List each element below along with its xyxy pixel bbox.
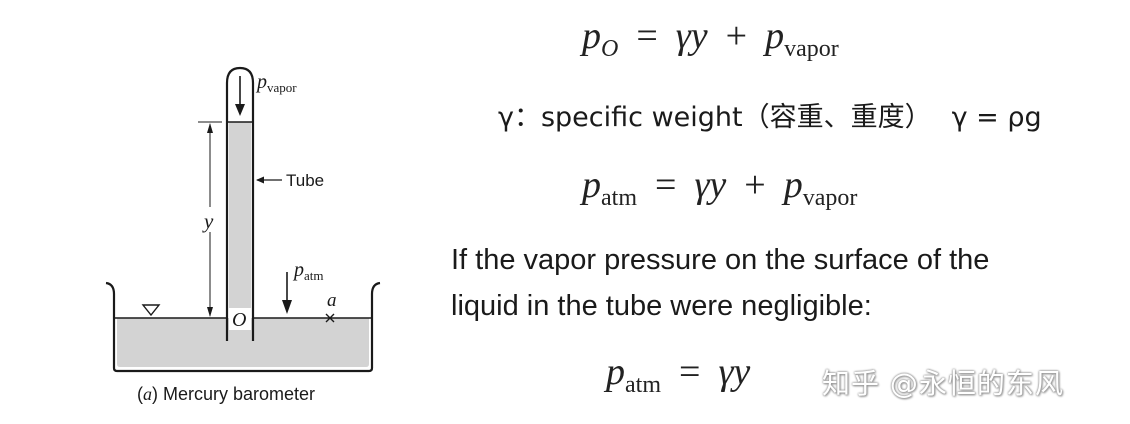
free-surface-symbol: [141, 304, 161, 317]
point-O-backdrop: [229, 308, 251, 330]
y-label: y: [202, 209, 214, 233]
point-O-label: O: [232, 309, 246, 331]
tube-wall: [225, 66, 255, 341]
eq1-lhs-sub: O: [601, 36, 619, 62]
gamma-definition: γ：specific weight（容重、重度） γ = ρg: [498, 95, 1042, 134]
eq1-plus: +: [725, 15, 748, 57]
pvapor-label-sub: vapor: [267, 80, 297, 95]
diagram-caption: (a) Mercury barometer: [137, 384, 315, 404]
eq1-rhs-base: p: [765, 15, 785, 57]
eq1-rhs-sub: vapor: [784, 36, 839, 62]
paragraph-line-2: liquid in the tube were negligible:: [451, 290, 872, 322]
eq2-rhs-base: p: [783, 164, 803, 206]
eq3-lhs-base: p: [606, 351, 625, 393]
eq1-gamma-y: γy: [675, 15, 708, 57]
tube-pointer-head: [256, 176, 264, 184]
tube-label: Tube: [286, 171, 324, 190]
eq1-equals: =: [636, 15, 658, 57]
negligible-vapor-paragraph: If the vapor pressure on the surface of …: [451, 237, 1111, 329]
eq3-gamma-y: γy: [718, 351, 751, 393]
zhihu-watermark: 知乎 @永恒的东风: [822, 367, 1064, 400]
y-dim-arrow-top: [207, 123, 213, 133]
eq2-rhs-sub: vapor: [802, 185, 858, 211]
pvapor-arrow-head: [235, 104, 245, 116]
eq2-equals: =: [655, 164, 677, 206]
reservoir-mercury: [117, 318, 369, 367]
equation-po: pO=γy+pvapor: [582, 14, 839, 63]
eq2-gamma-y: γy: [694, 164, 727, 206]
point-a-marker: [325, 313, 335, 323]
gamma-formula: γ = ρg: [951, 102, 1042, 133]
mercury-barometer-diagram: pvapor Tube y patm a O (a) Mercury barom…: [105, 66, 381, 404]
reservoir-vessel: [105, 281, 381, 373]
paragraph-line-1: If the vapor pressure on the surface of …: [451, 244, 990, 276]
patm-label-base: p: [292, 259, 304, 281]
patm-label: patm: [292, 259, 324, 283]
pvapor-label-base: p: [255, 71, 267, 93]
equation-patm-vapor: patm=γy+pvapor: [582, 163, 857, 212]
eq3-equals: =: [679, 351, 701, 393]
eq3-lhs-sub: atm: [625, 372, 661, 398]
eq1-lhs-base: p: [582, 15, 601, 57]
point-a-label: a: [327, 290, 337, 311]
pvapor-label: pvapor: [255, 71, 297, 95]
gamma-definition-text: γ：specific weight（容重、重度）: [498, 102, 932, 133]
eq2-plus: +: [744, 164, 766, 206]
patm-arrow-head: [282, 300, 292, 314]
y-dim-arrow-bottom: [207, 307, 213, 317]
eq2-lhs-base: p: [582, 164, 601, 206]
patm-label-sub: atm: [304, 268, 324, 283]
eq2-lhs-sub: atm: [601, 185, 637, 211]
tube-mercury-column: [229, 122, 251, 340]
equation-patm-simple: patm = γy: [606, 350, 750, 399]
